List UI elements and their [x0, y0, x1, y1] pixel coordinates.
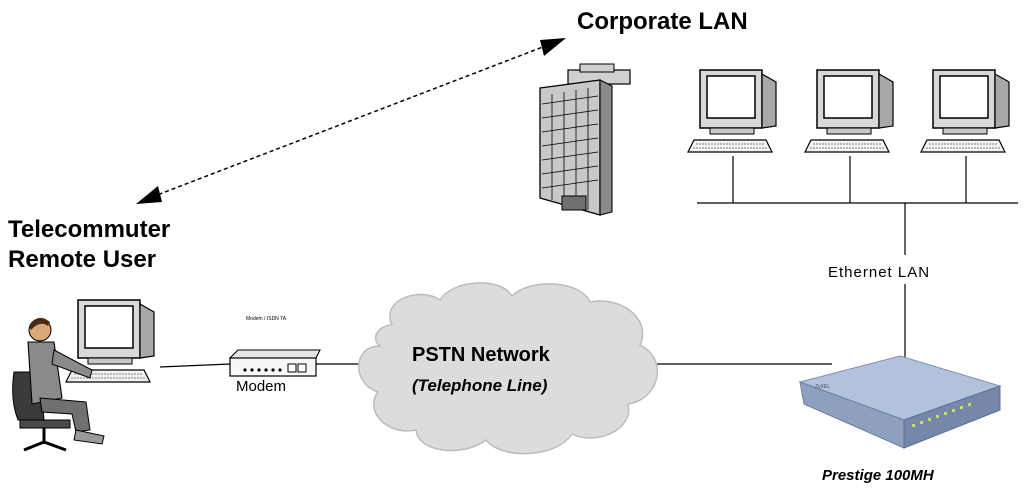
arrowhead-right-icon [540, 38, 566, 56]
seated-user-icon [12, 299, 155, 452]
telecommuter-label-line1: Telecommuter [8, 216, 171, 243]
telecommuter-label-line2: Remote User [8, 246, 157, 273]
workstation-3 [920, 69, 1010, 153]
router-icon [798, 355, 1002, 449]
pstn-subtitle-label: (Telephone Line) [412, 376, 548, 395]
cloud-network-icon [358, 282, 658, 455]
modem-icon [228, 349, 321, 377]
workstation-2 [804, 69, 894, 153]
pstn-title-label: PSTN Network [412, 344, 550, 366]
vpn-link [136, 38, 566, 204]
office-building-icon [539, 63, 631, 216]
ethernet-bus [697, 156, 1018, 362]
modem-tag-label: Modem / ISDN TA [246, 316, 287, 322]
router-brand-label: ZyXEL [815, 384, 831, 390]
modem-label: Modem [236, 378, 287, 395]
ethernet-lan-label: Ethernet LAN [828, 264, 931, 281]
arrowhead-left-icon [136, 186, 162, 204]
router-name-label: Prestige 100MH [822, 467, 934, 484]
corporate-lan-label: Corporate LAN [577, 8, 748, 35]
workstation-1 [687, 69, 777, 153]
